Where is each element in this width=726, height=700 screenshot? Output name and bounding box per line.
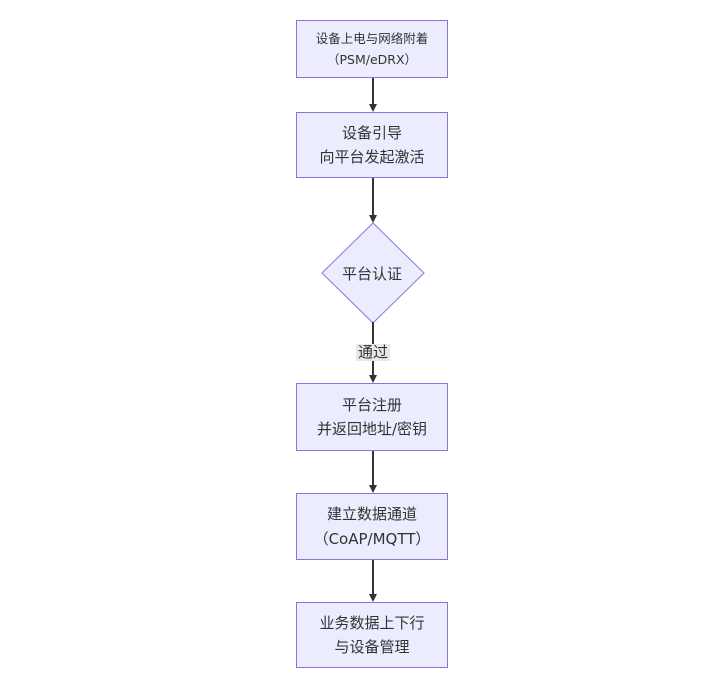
- edge-arrow-2: [369, 178, 377, 223]
- node-power-attach-line1: 设备上电与网络附着: [315, 30, 429, 46]
- edge-line: [372, 560, 374, 594]
- node-data-channel: 建立数据通道 （CoAP/MQTT）: [296, 493, 448, 560]
- node-register-line2: 并返回地址/密钥: [316, 420, 428, 438]
- edge-line: [372, 451, 374, 485]
- edge-line: [372, 178, 374, 215]
- node-business: 业务数据上下行 与设备管理: [296, 602, 448, 668]
- node-register-line1: 平台注册: [341, 395, 402, 414]
- edge-label-pass: 通过: [355, 343, 391, 362]
- node-register: 平台注册 并返回地址/密钥: [296, 383, 448, 451]
- edge-arrow-1: [369, 78, 377, 112]
- arrowhead-down-icon: [369, 215, 377, 223]
- node-business-line1: 业务数据上下行: [319, 613, 425, 632]
- node-business-line2: 与设备管理: [334, 638, 410, 656]
- node-bootstrap: 设备引导 向平台发起激活: [296, 112, 448, 178]
- arrowhead-down-icon: [369, 375, 377, 383]
- node-bootstrap-line2: 向平台发起激活: [319, 148, 425, 166]
- arrowhead-down-icon: [369, 594, 377, 602]
- node-data-channel-line1: 建立数据通道: [326, 505, 417, 524]
- arrowhead-down-icon: [369, 104, 377, 112]
- edge-arrow-5: [369, 560, 377, 602]
- node-data-channel-line2: （CoAP/MQTT）: [313, 529, 431, 548]
- node-bootstrap-line1: 设备引导: [341, 123, 402, 142]
- node-auth-decision: 平台认证: [341, 265, 402, 283]
- node-power-attach-line2: （PSM/eDRX）: [326, 52, 418, 67]
- edge-arrow-4: [369, 451, 377, 493]
- edge-line: [372, 78, 374, 104]
- node-power-attach: 设备上电与网络附着 （PSM/eDRX）: [296, 20, 448, 78]
- arrowhead-down-icon: [369, 485, 377, 493]
